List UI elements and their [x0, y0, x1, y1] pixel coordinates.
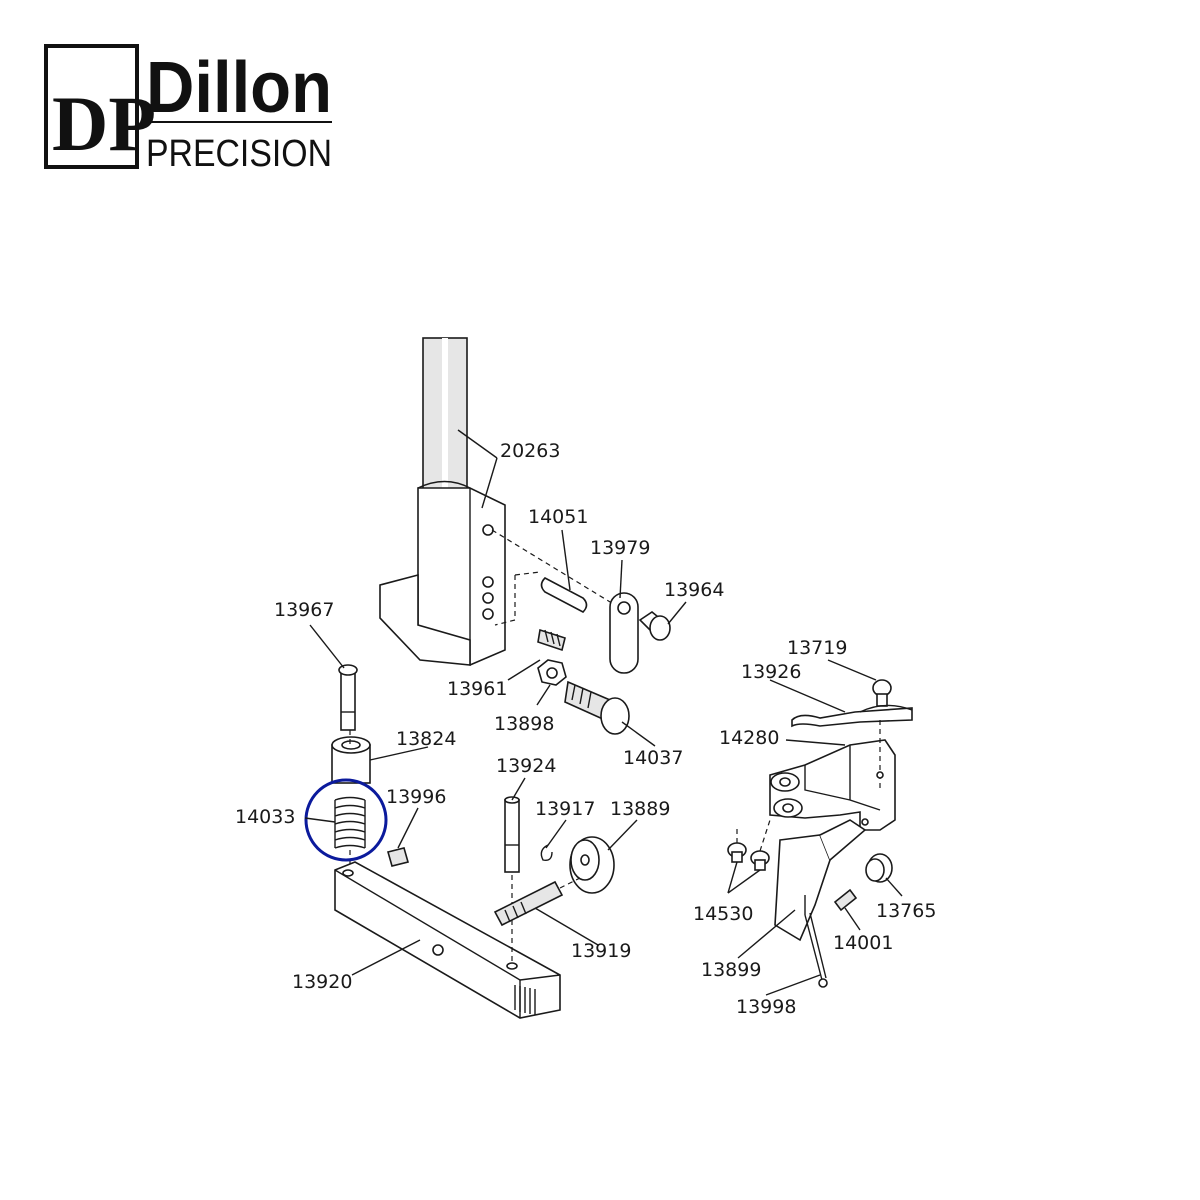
- screws-14530: [727, 819, 771, 871]
- label-13889: 13889: [610, 798, 670, 820]
- label-13964: 13964: [664, 579, 724, 601]
- label-13899: 13899: [701, 959, 761, 981]
- roller-13889: [569, 836, 615, 894]
- label-14051: 14051: [528, 506, 588, 528]
- label-13998: 13998: [736, 996, 796, 1018]
- label-13967: 13967: [274, 599, 334, 621]
- label-13924: 13924: [496, 755, 556, 777]
- upright-column: [379, 337, 616, 666]
- pin-13967: [338, 664, 358, 731]
- axle-13919: [493, 877, 581, 927]
- label-13765: 13765: [876, 900, 936, 922]
- label-14530: 14530: [693, 903, 753, 925]
- pin-13924: [504, 796, 520, 873]
- blade-13899: [774, 819, 867, 942]
- label-13824: 13824: [396, 728, 456, 750]
- pin-14051: [540, 577, 588, 613]
- label-14033: 14033: [235, 806, 295, 828]
- bolt-14037: [564, 680, 630, 735]
- rod-13998: [804, 912, 828, 988]
- label-13917: 13917: [535, 798, 595, 820]
- dillon-precision-logo: DP Dillon PRECISION: [44, 44, 332, 175]
- logo-name: Dillon: [146, 48, 332, 128]
- label-13920: 13920: [292, 971, 352, 993]
- label-13926: 13926: [741, 661, 801, 683]
- screw-13964: [638, 611, 671, 641]
- logo-subtitle: PRECISION: [146, 133, 332, 175]
- logo-monogram: DP: [52, 80, 156, 167]
- setscrew-13961: [537, 628, 566, 652]
- column-hole-top: [482, 524, 494, 536]
- label-20263: 20263: [500, 440, 560, 462]
- part-labels: 20263 14051 13979 13964 13967 13961 1389…: [235, 440, 936, 1018]
- column-foot: [379, 573, 471, 666]
- column-hole-1: [482, 576, 494, 588]
- column-hole-3: [482, 608, 494, 620]
- label-13961: 13961: [447, 678, 507, 700]
- label-13979: 13979: [590, 537, 650, 559]
- nut-13898: [537, 659, 567, 686]
- lever-arm-13920: [334, 861, 561, 1019]
- screw-13719: [872, 679, 892, 707]
- label-14037: 14037: [623, 747, 683, 769]
- spring-plate-13926: [791, 704, 913, 728]
- bracket-14280: [769, 720, 896, 831]
- bushing-13824: [331, 736, 371, 784]
- roller-13765: [865, 853, 893, 883]
- leader-lines: [304, 429, 903, 996]
- label-13919: 13919: [571, 940, 631, 962]
- logo-frame: [44, 44, 139, 169]
- setscrew-13996: [387, 847, 409, 867]
- label-13898: 13898: [494, 713, 554, 735]
- column-hole-2: [482, 592, 494, 604]
- highlight-circle-14033: [304, 778, 388, 862]
- label-13719: 13719: [787, 637, 847, 659]
- label-14001: 14001: [833, 932, 893, 954]
- clip-13917: [540, 844, 553, 862]
- right-assembly: [727, 679, 913, 988]
- label-14280: 14280: [719, 727, 779, 749]
- pin-14001: [833, 888, 858, 912]
- plate-13979: [609, 592, 639, 674]
- label-13996: 13996: [386, 786, 446, 808]
